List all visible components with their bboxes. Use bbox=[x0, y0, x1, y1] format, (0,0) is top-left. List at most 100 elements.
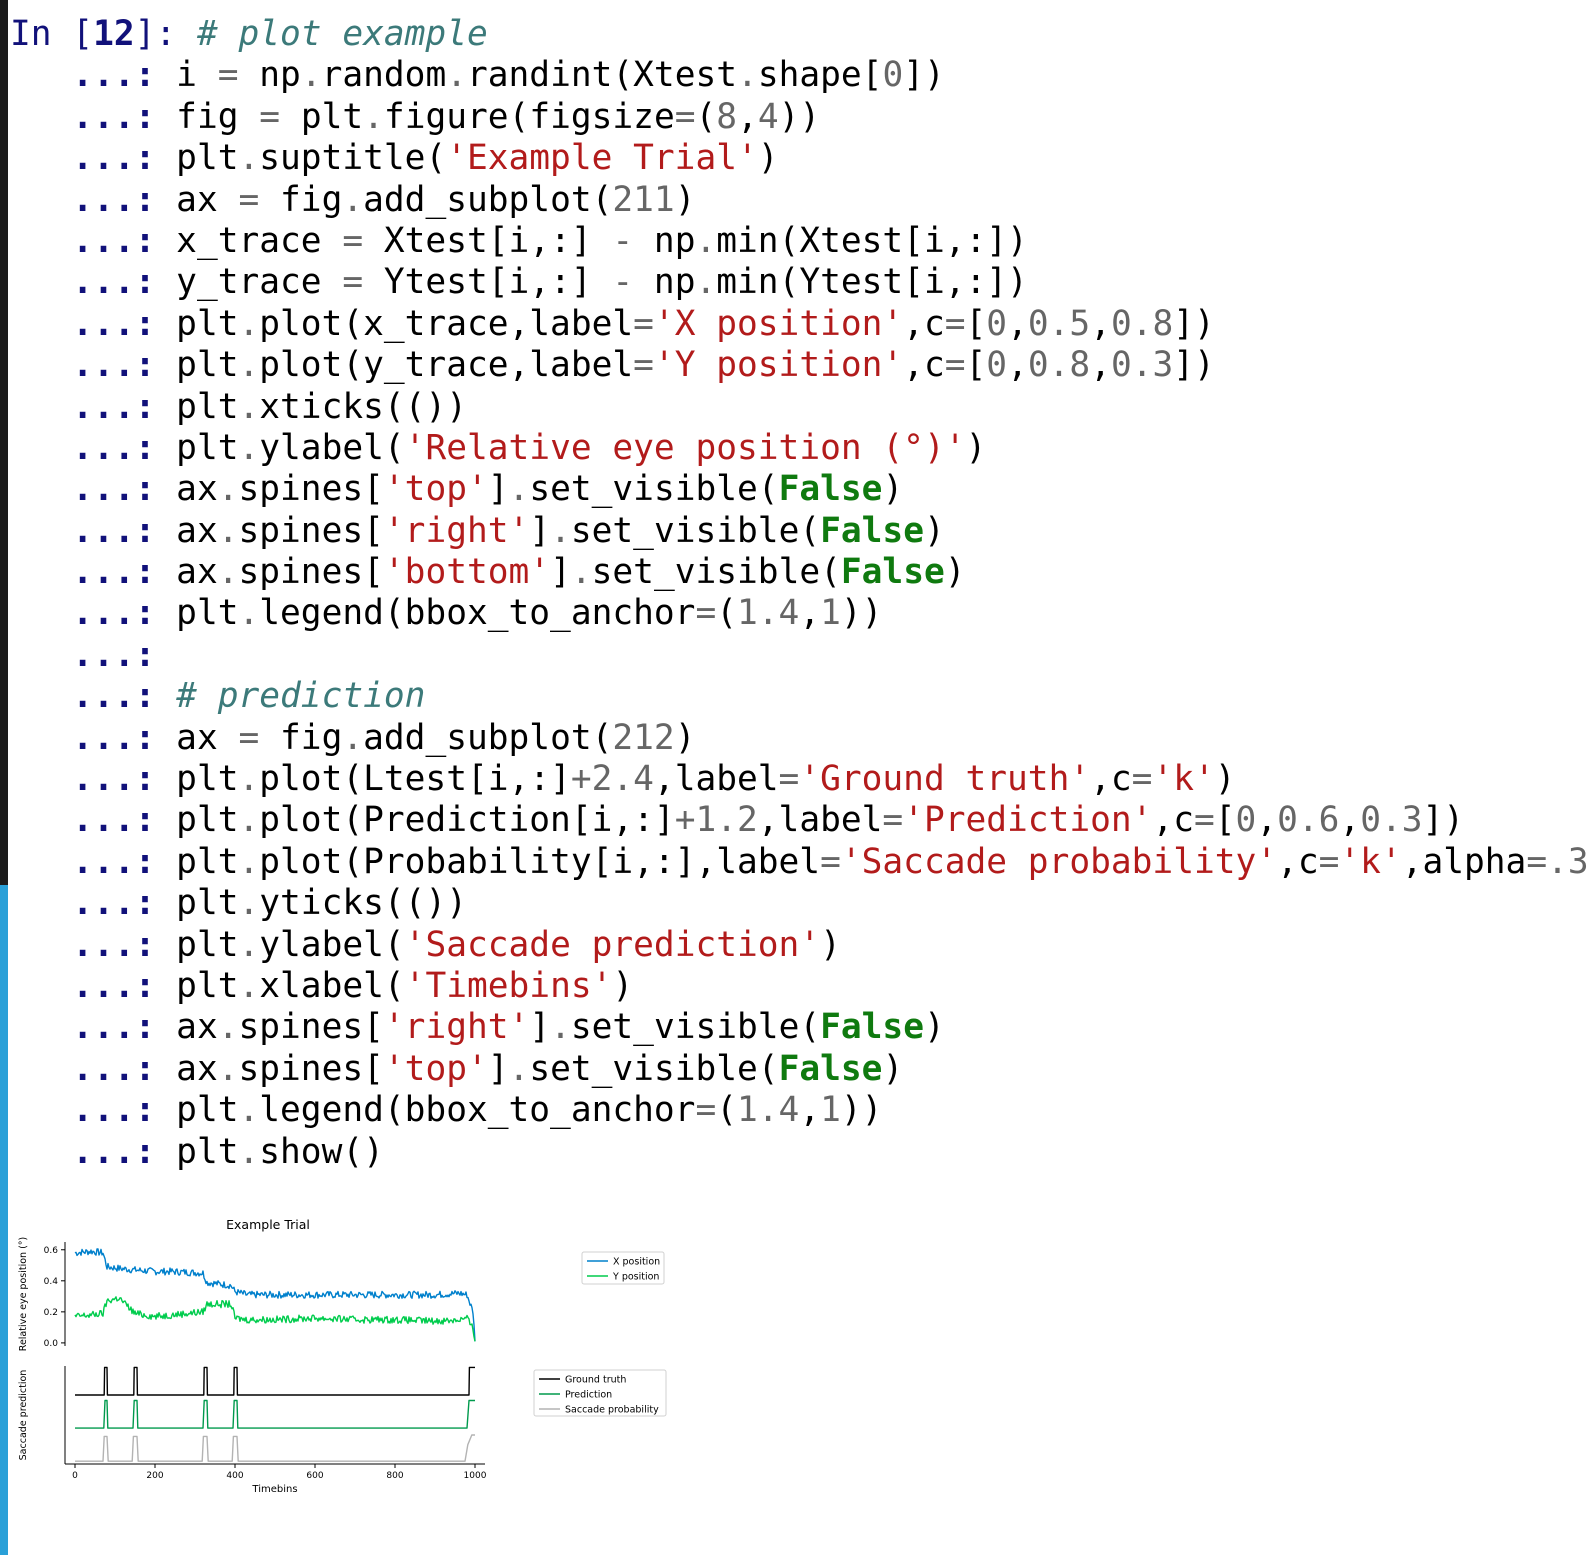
code-token: 211 bbox=[612, 179, 675, 220]
code-token: ( bbox=[695, 96, 717, 137]
code-token: = bbox=[259, 96, 281, 137]
code-token: , bbox=[799, 1090, 821, 1131]
code-token: Xtest[i,:] bbox=[363, 220, 613, 261]
code-token: = bbox=[695, 593, 717, 634]
code-line: ...: y_trace = Ytest[i,:] - np.min(Ytest… bbox=[10, 262, 1590, 303]
legend-label: Saccade probability bbox=[565, 1405, 659, 1416]
code-token: [ bbox=[965, 345, 987, 386]
code-token: plot(Probability[i,:],label bbox=[259, 841, 821, 882]
code-token: spines[ bbox=[238, 1048, 384, 1089]
code-token: [ bbox=[965, 303, 987, 344]
code-token: suptitle( bbox=[259, 138, 447, 179]
code-token: ) bbox=[923, 1007, 945, 1048]
code-token: 0.6 bbox=[1277, 800, 1340, 841]
code-token: add_subplot( bbox=[363, 717, 613, 758]
code-token: plt bbox=[176, 345, 239, 386]
code-token: figure(figsize bbox=[383, 96, 675, 137]
code-token: ) bbox=[757, 138, 779, 179]
code-token: . bbox=[217, 1048, 239, 1089]
code-token: . bbox=[238, 386, 260, 427]
code-token: . bbox=[363, 96, 384, 137]
code-line: ...: ax.spines['right'].set_visible(Fals… bbox=[10, 1007, 1590, 1048]
y-axis-label: Saccade prediction bbox=[18, 1370, 29, 1461]
code-token: . bbox=[217, 552, 239, 593]
code-line: ...: plt.legend(bbox_to_anchor=(1.4,1)) bbox=[10, 1090, 1590, 1131]
code-token: ax bbox=[176, 717, 239, 758]
code-token: 0.3 bbox=[1360, 800, 1423, 841]
code-token: ]) bbox=[1422, 800, 1465, 841]
code-token: False bbox=[778, 1048, 883, 1089]
code-line: ...: plt.ylabel('Saccade prediction') bbox=[10, 925, 1590, 966]
code-line: ...: # prediction bbox=[10, 676, 1590, 717]
code-token: ) bbox=[923, 510, 945, 551]
series-line bbox=[75, 1366, 475, 1396]
code-token: plt bbox=[176, 1090, 239, 1131]
console-input-block[interactable]: In [12]: # plot example ...: i = np.rand… bbox=[10, 14, 1594, 1173]
code-token: 'k' bbox=[1339, 841, 1402, 882]
series-line bbox=[75, 1434, 475, 1462]
code-token: = bbox=[1131, 759, 1153, 800]
code-token: ) bbox=[965, 427, 987, 468]
x-tick-label: 400 bbox=[226, 1471, 243, 1481]
code-token: legend(bbox_to_anchor bbox=[259, 593, 696, 634]
code-token: xticks(()) bbox=[259, 386, 467, 427]
code-line: ...: plt.xticks(()) bbox=[10, 387, 1590, 428]
code-token: plt bbox=[280, 96, 364, 137]
x-tick-label: 1000 bbox=[464, 1471, 487, 1481]
continuation-prompt: ...: bbox=[10, 303, 177, 344]
code-token: show() bbox=[259, 1131, 384, 1172]
code-line: ...: i = np.random.randint(Xtest.shape[0… bbox=[10, 55, 1590, 96]
code-line: ...: ax = fig.add_subplot(212) bbox=[10, 718, 1590, 759]
code-token: spines[ bbox=[238, 469, 384, 510]
code-token: . bbox=[238, 138, 260, 179]
code-token: ax bbox=[176, 552, 218, 593]
code-line: ...: fig = plt.figure(figsize=(8,4)) bbox=[10, 97, 1590, 138]
code-token: ]) bbox=[903, 55, 945, 96]
code-token: add_subplot( bbox=[363, 179, 613, 220]
code-token: set_visible( bbox=[591, 552, 841, 593]
x-axis-label: Timebins bbox=[251, 1484, 297, 1495]
code-token: ) bbox=[612, 965, 634, 1006]
code-token: ,c bbox=[903, 303, 945, 344]
code-token: = bbox=[820, 841, 841, 882]
code-token: 'Ground truth' bbox=[799, 759, 1091, 800]
code-token: )) bbox=[778, 96, 821, 137]
code-token: ,c bbox=[1152, 800, 1194, 841]
code-line: ...: plt.ylabel('Relative eye position (… bbox=[10, 428, 1590, 469]
code-line: ...: plt.plot(Ltest[i,:]+2.4,label='Grou… bbox=[10, 759, 1590, 800]
code-token: . bbox=[238, 1090, 260, 1131]
code-line: ...: ax.spines['right'].set_visible(Fals… bbox=[10, 511, 1590, 552]
code-line: In [12]: # plot example bbox=[10, 14, 1590, 55]
code-token: = bbox=[778, 759, 800, 800]
code-token: fig bbox=[259, 179, 343, 220]
continuation-prompt: ...: bbox=[10, 841, 177, 882]
code-token: 0.5 bbox=[1027, 303, 1091, 344]
continuation-prompt: ...: bbox=[10, 883, 177, 924]
code-token: . bbox=[238, 593, 260, 634]
continuation-prompt: ...: bbox=[10, 717, 177, 758]
code-token: 0.8 bbox=[1110, 303, 1174, 344]
code-token: = bbox=[342, 220, 364, 261]
code-token: . bbox=[238, 427, 260, 468]
code-token: 4 bbox=[757, 96, 779, 137]
code-token: . bbox=[238, 883, 260, 924]
code-line: ...: plt.show() bbox=[10, 1132, 1590, 1173]
code-token: ax bbox=[176, 469, 218, 510]
code-token: . bbox=[695, 262, 717, 303]
code-token: .3 bbox=[1547, 841, 1589, 882]
code-token: 0.8 bbox=[1027, 345, 1091, 386]
code-token: ) bbox=[882, 1048, 904, 1089]
continuation-prompt: ...: bbox=[10, 1090, 177, 1131]
code-token: plt bbox=[176, 303, 239, 344]
x-tick-label: 800 bbox=[386, 1471, 403, 1481]
code-token: 'Saccade prediction' bbox=[404, 924, 821, 965]
code-token: . bbox=[238, 965, 260, 1006]
code-token: 'X position' bbox=[653, 303, 904, 344]
code-token: . bbox=[570, 552, 592, 593]
y-axis-label: Relative eye position (°) bbox=[18, 1237, 29, 1351]
code-token: ax bbox=[176, 179, 239, 220]
code-token: min(Xtest[i,:]) bbox=[716, 220, 1028, 261]
code-token: plt bbox=[176, 883, 239, 924]
code-token: ( bbox=[716, 1090, 738, 1131]
code-token: . bbox=[217, 469, 239, 510]
